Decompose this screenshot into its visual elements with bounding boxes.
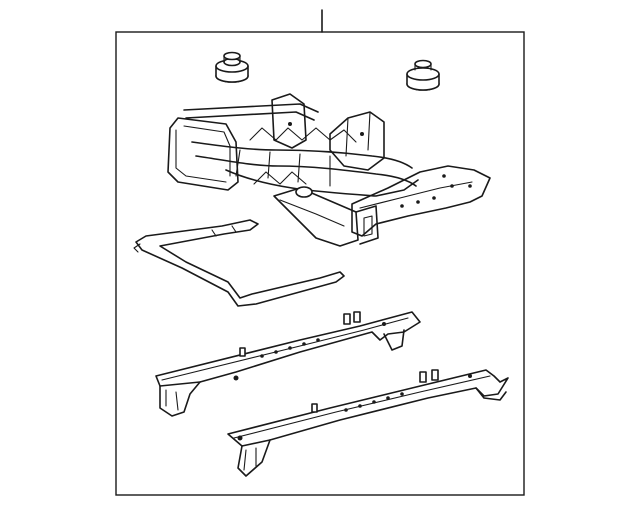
mount-nut-right[interactable] (406, 59, 440, 91)
mount-nut-left[interactable] (215, 51, 249, 83)
diagram-frame (115, 31, 525, 496)
seat-frame-assembly[interactable] (167, 93, 491, 247)
seat-track-lower[interactable] (227, 369, 509, 477)
release-rod[interactable] (133, 219, 345, 307)
seat-track-upper[interactable] (155, 311, 421, 417)
